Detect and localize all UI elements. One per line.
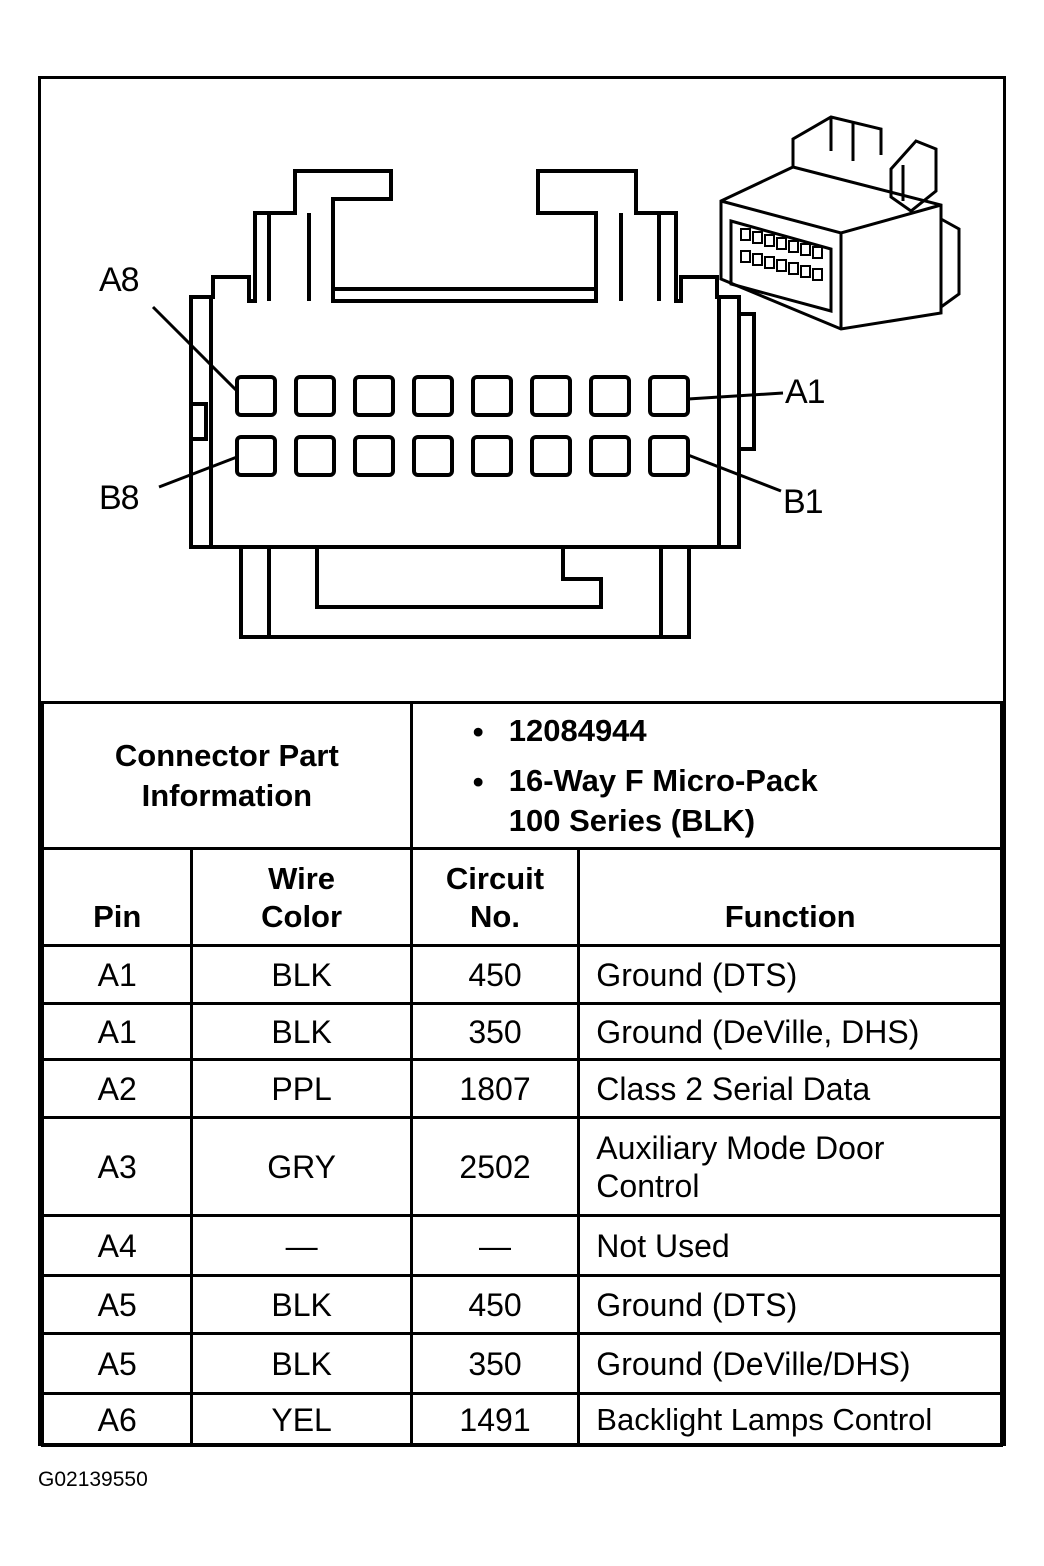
bullet-icon: •	[472, 764, 484, 799]
connector-info-values: • 12084944 • 16-Way F Micro-Pack 100 Ser…	[409, 701, 1004, 850]
connector-info-label: Connector Part Information	[41, 701, 413, 850]
side-tab-left	[191, 402, 208, 441]
table-row: A5 BLK 450 Ground (DTS)	[40, 1274, 1003, 1335]
row-b-cavities	[235, 435, 690, 477]
bottom-key	[315, 547, 603, 609]
cell-color: GRY	[190, 1116, 413, 1217]
col-header-pin: Pin	[40, 847, 194, 947]
row-a-cavities	[235, 375, 690, 417]
cell-color: PPL	[190, 1058, 413, 1119]
leader-b1	[687, 453, 782, 493]
cell-pin: A1	[40, 944, 194, 1005]
cell-color: BLK	[190, 1332, 413, 1395]
cell-circuit: 1807	[409, 1058, 581, 1119]
cell-color: YEL	[190, 1392, 413, 1447]
connector-figure: A8 B8 A1 B1 Connector Part Information •…	[38, 76, 1006, 1447]
pin-label-b1: B1	[783, 483, 824, 521]
cell-function: Ground (DTS)	[577, 1274, 1003, 1335]
cell-color: BLK	[190, 1002, 413, 1061]
cell-circuit: —	[409, 1214, 581, 1277]
cell-circuit: 1491	[409, 1392, 581, 1447]
cell-function: Ground (DeVille, DHS)	[577, 1002, 1003, 1061]
cell-circuit: 350	[409, 1002, 581, 1061]
cell-circuit: 450	[409, 1274, 581, 1335]
leader-b8	[158, 455, 238, 489]
connector-iso-view	[719, 115, 961, 331]
cell-color: BLK	[190, 944, 413, 1005]
cell-function: Ground (DTS)	[577, 944, 1003, 1005]
figure-id: G02139550	[38, 1468, 148, 1491]
table-row: A1 BLK 350 Ground (DeVille, DHS)	[40, 1002, 1003, 1061]
cell-pin: A2	[40, 1058, 194, 1119]
cell-pin: A3	[40, 1116, 194, 1217]
cell-color: —	[190, 1214, 413, 1277]
cell-pin: A5	[40, 1274, 194, 1335]
table-row: A1 BLK 450 Ground (DTS)	[40, 944, 1003, 1005]
connector-series: 100 Series (BLK)	[508, 802, 756, 838]
pin-label-a8: A8	[99, 261, 140, 299]
cell-circuit: 450	[409, 944, 581, 1005]
cell-pin: A4	[40, 1214, 194, 1277]
bottom-skirt	[239, 547, 691, 639]
col-header-function: Function	[577, 847, 1003, 947]
cell-function: Backlight Lamps Control	[577, 1392, 1003, 1447]
cell-function: Class 2 Serial Data	[577, 1058, 1003, 1119]
cell-color: BLK	[190, 1274, 413, 1335]
pin-label-b8: B8	[99, 479, 140, 517]
cell-function: Ground (DeVille/DHS)	[577, 1332, 1003, 1395]
cell-pin: A6	[40, 1392, 194, 1447]
bottom-skirt-inner	[267, 547, 663, 637]
side-tab-right	[739, 312, 756, 451]
cell-pin: A1	[40, 1002, 194, 1061]
table-row: A6 YEL 1491 Backlight Lamps Control	[40, 1392, 1003, 1447]
cell-circuit: 2502	[409, 1116, 581, 1217]
table-row: A3 GRY 2502 Auxiliary Mode Door Control	[40, 1116, 1003, 1217]
cell-circuit: 350	[409, 1332, 581, 1395]
connector-pin-table: Connector Part Information • 12084944 • …	[40, 701, 1004, 1447]
housing-outline	[189, 169, 741, 549]
leader-a1	[687, 391, 784, 401]
connector-diagram: A8 B8 A1 B1	[41, 79, 1003, 701]
cell-pin: A5	[40, 1332, 194, 1395]
table-row: A2 PPL 1807 Class 2 Serial Data	[40, 1058, 1003, 1119]
connector-face-drawing	[151, 115, 961, 639]
latch-left-inner	[267, 213, 311, 301]
leader-a8	[151, 305, 239, 393]
pin-label-a1: A1	[785, 373, 826, 411]
connector-type: 16-Way F Micro-Pack	[508, 762, 818, 798]
connector-info-row: Connector Part Information • 12084944 • …	[41, 701, 1004, 850]
table-row: A5 BLK 350 Ground (DeVille/DHS)	[40, 1332, 1003, 1395]
cell-function: Not Used	[577, 1214, 1003, 1277]
part-number: 12084944	[508, 712, 647, 748]
table-row: A4 — — Not Used	[40, 1214, 1003, 1277]
bullet-icon: •	[472, 714, 484, 749]
cell-function: Auxiliary Mode Door Control	[577, 1116, 1003, 1217]
latch-right-inner	[619, 213, 661, 301]
